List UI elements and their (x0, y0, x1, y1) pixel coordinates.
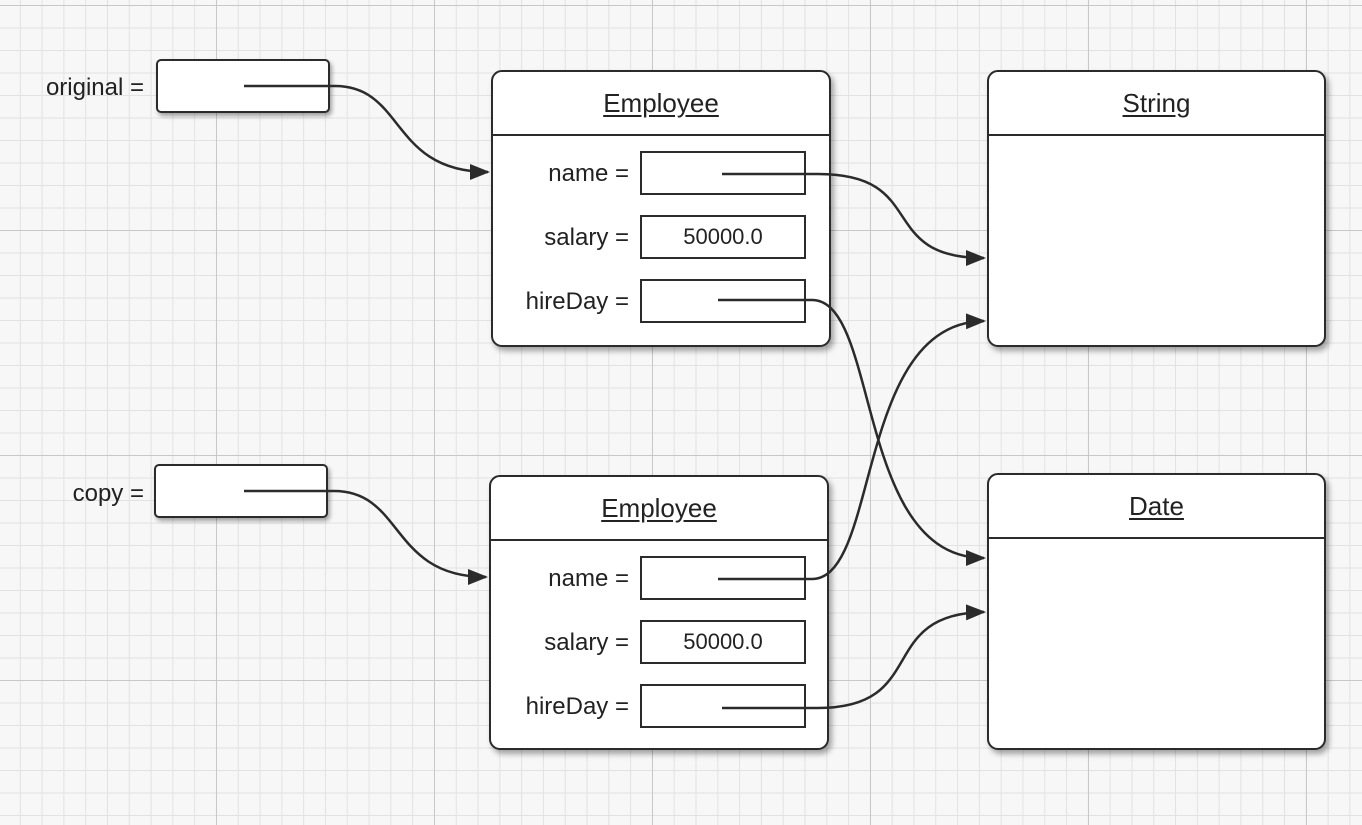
employee-bottom-name-label: name = (548, 565, 629, 592)
string-object: String (987, 70, 1326, 347)
employee-title-top: Employee (603, 87, 719, 118)
employee-header-bottom: Employee (491, 477, 827, 541)
employee-header-top: Employee (493, 72, 829, 136)
employee-bottom-hireday-box (640, 684, 806, 728)
employee-top-name-box (640, 151, 806, 195)
employee-top-salary-box: 50000.0 (640, 215, 806, 259)
copy-label: copy = (72, 480, 144, 507)
employee-title-bottom: Employee (601, 492, 717, 523)
employee-top-hireday-label: hireDay = (525, 288, 629, 315)
employee-bottom-salary-label: salary = (544, 629, 629, 656)
date-header: Date (989, 475, 1324, 539)
employee-bottom-salary-value: 50000.0 (683, 629, 763, 654)
original-label: original = (45, 74, 144, 101)
employee-bottom-name-box (640, 556, 806, 600)
string-header: String (989, 72, 1324, 136)
string-title: String (1122, 87, 1191, 118)
copy-reference-box (154, 464, 328, 518)
date-title: Date (1129, 490, 1184, 521)
original-reference-box (156, 59, 330, 113)
date-object: Date (987, 473, 1326, 750)
employee-top-hireday-box (640, 279, 806, 323)
employee-top-salary-value: 50000.0 (683, 224, 763, 249)
employee-bottom-salary-box: 50000.0 (640, 620, 806, 664)
employee-top-salary-label: salary = (544, 224, 629, 251)
employee-bottom-hireday-label: hireDay = (525, 693, 629, 720)
employee-top-name-label: name = (548, 160, 629, 187)
